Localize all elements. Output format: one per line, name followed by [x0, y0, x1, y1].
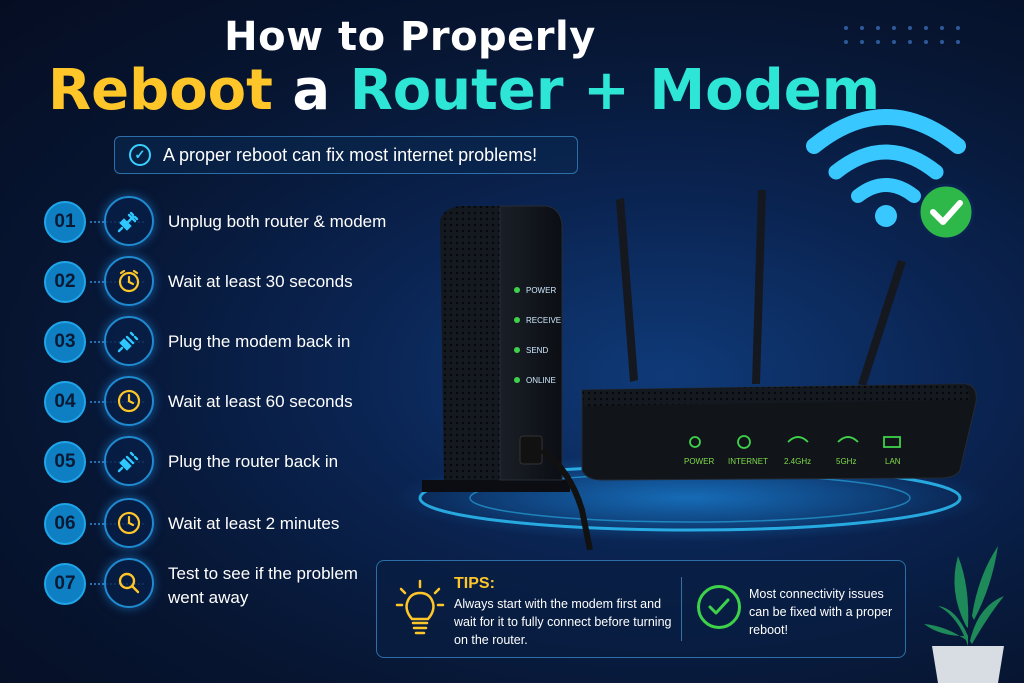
led-label: SEND — [526, 346, 548, 355]
plant-decoration — [924, 546, 1004, 683]
title-line-2: Reboot a Router + Modem — [48, 58, 880, 123]
timer-icon — [104, 256, 154, 306]
step-3: 03 Plug the modem back in — [44, 316, 424, 368]
title-word-a: a — [272, 58, 350, 123]
router-led-label: LAN — [885, 457, 901, 466]
subtitle-text: A proper reboot can fix most internet pr… — [163, 144, 538, 165]
step-7: 07 Test to see if the problem went away — [44, 558, 424, 610]
step-text: Wait at least 30 seconds — [168, 272, 353, 291]
title-word-reboot: Reboot — [48, 58, 273, 123]
title-line-1: How to Properly — [224, 14, 596, 60]
router-leds — [689, 435, 901, 449]
router: POWER INTERNET 2.4GHz 5GHz LAN — [581, 190, 977, 481]
clock-icon — [104, 376, 154, 426]
decorative-dots — [844, 26, 960, 44]
wifi-led-icon — [837, 436, 859, 443]
step-number: 05 — [44, 441, 86, 483]
tips-panel: TIPS: Always start with the modem first … — [376, 560, 906, 658]
step-text: Wait at least 60 seconds — [168, 392, 353, 411]
wifi-led-icon — [787, 436, 809, 443]
led-label: RECEIVE — [526, 316, 561, 325]
step-text: Test to see if the problem went away — [168, 564, 358, 607]
title-word-router-modem: Router + Modem — [349, 58, 881, 123]
check-badge-icon — [917, 183, 975, 241]
search-icon — [104, 558, 154, 608]
check-icon — [697, 585, 741, 629]
step-text: Plug the router back in — [168, 452, 339, 471]
led-label: POWER — [526, 286, 556, 295]
plug-icon — [104, 436, 154, 486]
step-1: 01 Unplug both router & modem — [44, 196, 424, 248]
tips-note: Most connectivity issues can be fixed wi… — [749, 587, 893, 637]
tips-text: Always start with the modem first and wa… — [454, 597, 672, 647]
lan-led-icon — [883, 436, 901, 448]
step-number: 01 — [44, 201, 86, 243]
step-number: 07 — [44, 563, 86, 605]
step-number: 04 — [44, 381, 86, 423]
wifi-icon — [806, 109, 975, 241]
plug-icon — [104, 196, 154, 246]
step-text: Wait at least 2 minutes — [168, 514, 340, 533]
modem-leds — [514, 287, 520, 383]
globe-led-icon — [737, 435, 751, 449]
tips-divider — [681, 577, 682, 641]
router-led-label: POWER — [684, 457, 714, 466]
step-2: 02 Wait at least 30 seconds — [44, 256, 424, 308]
subtitle-banner: ✓ A proper reboot can fix most internet … — [114, 136, 578, 174]
check-icon: ✓ — [129, 144, 151, 166]
modem: POWER RECEIVE SEND ONLINE — [422, 205, 593, 550]
devices-illustration: POWER RECEIVE SEND ONLINE POWER INTERNET… — [390, 190, 990, 550]
step-number: 06 — [44, 503, 86, 545]
router-led-label: INTERNET — [728, 457, 768, 466]
step-4: 04 Wait at least 60 seconds — [44, 376, 424, 428]
router-led-label: 5GHz — [836, 457, 856, 466]
step-text: Plug the modem back in — [168, 332, 351, 351]
plug-icon — [104, 316, 154, 366]
power-led-icon — [689, 436, 701, 448]
step-number: 02 — [44, 261, 86, 303]
clock-icon — [104, 498, 154, 548]
step-number: 03 — [44, 321, 86, 363]
tips-title: TIPS: — [454, 575, 495, 592]
router-led-label: 2.4GHz — [784, 457, 811, 466]
lightbulb-icon — [395, 579, 445, 635]
step-5: 05 Plug the router back in — [44, 436, 424, 488]
led-label: ONLINE — [526, 376, 556, 385]
step-6: 06 Wait at least 2 minutes — [44, 498, 424, 550]
step-text: Unplug both router & modem — [168, 212, 387, 231]
